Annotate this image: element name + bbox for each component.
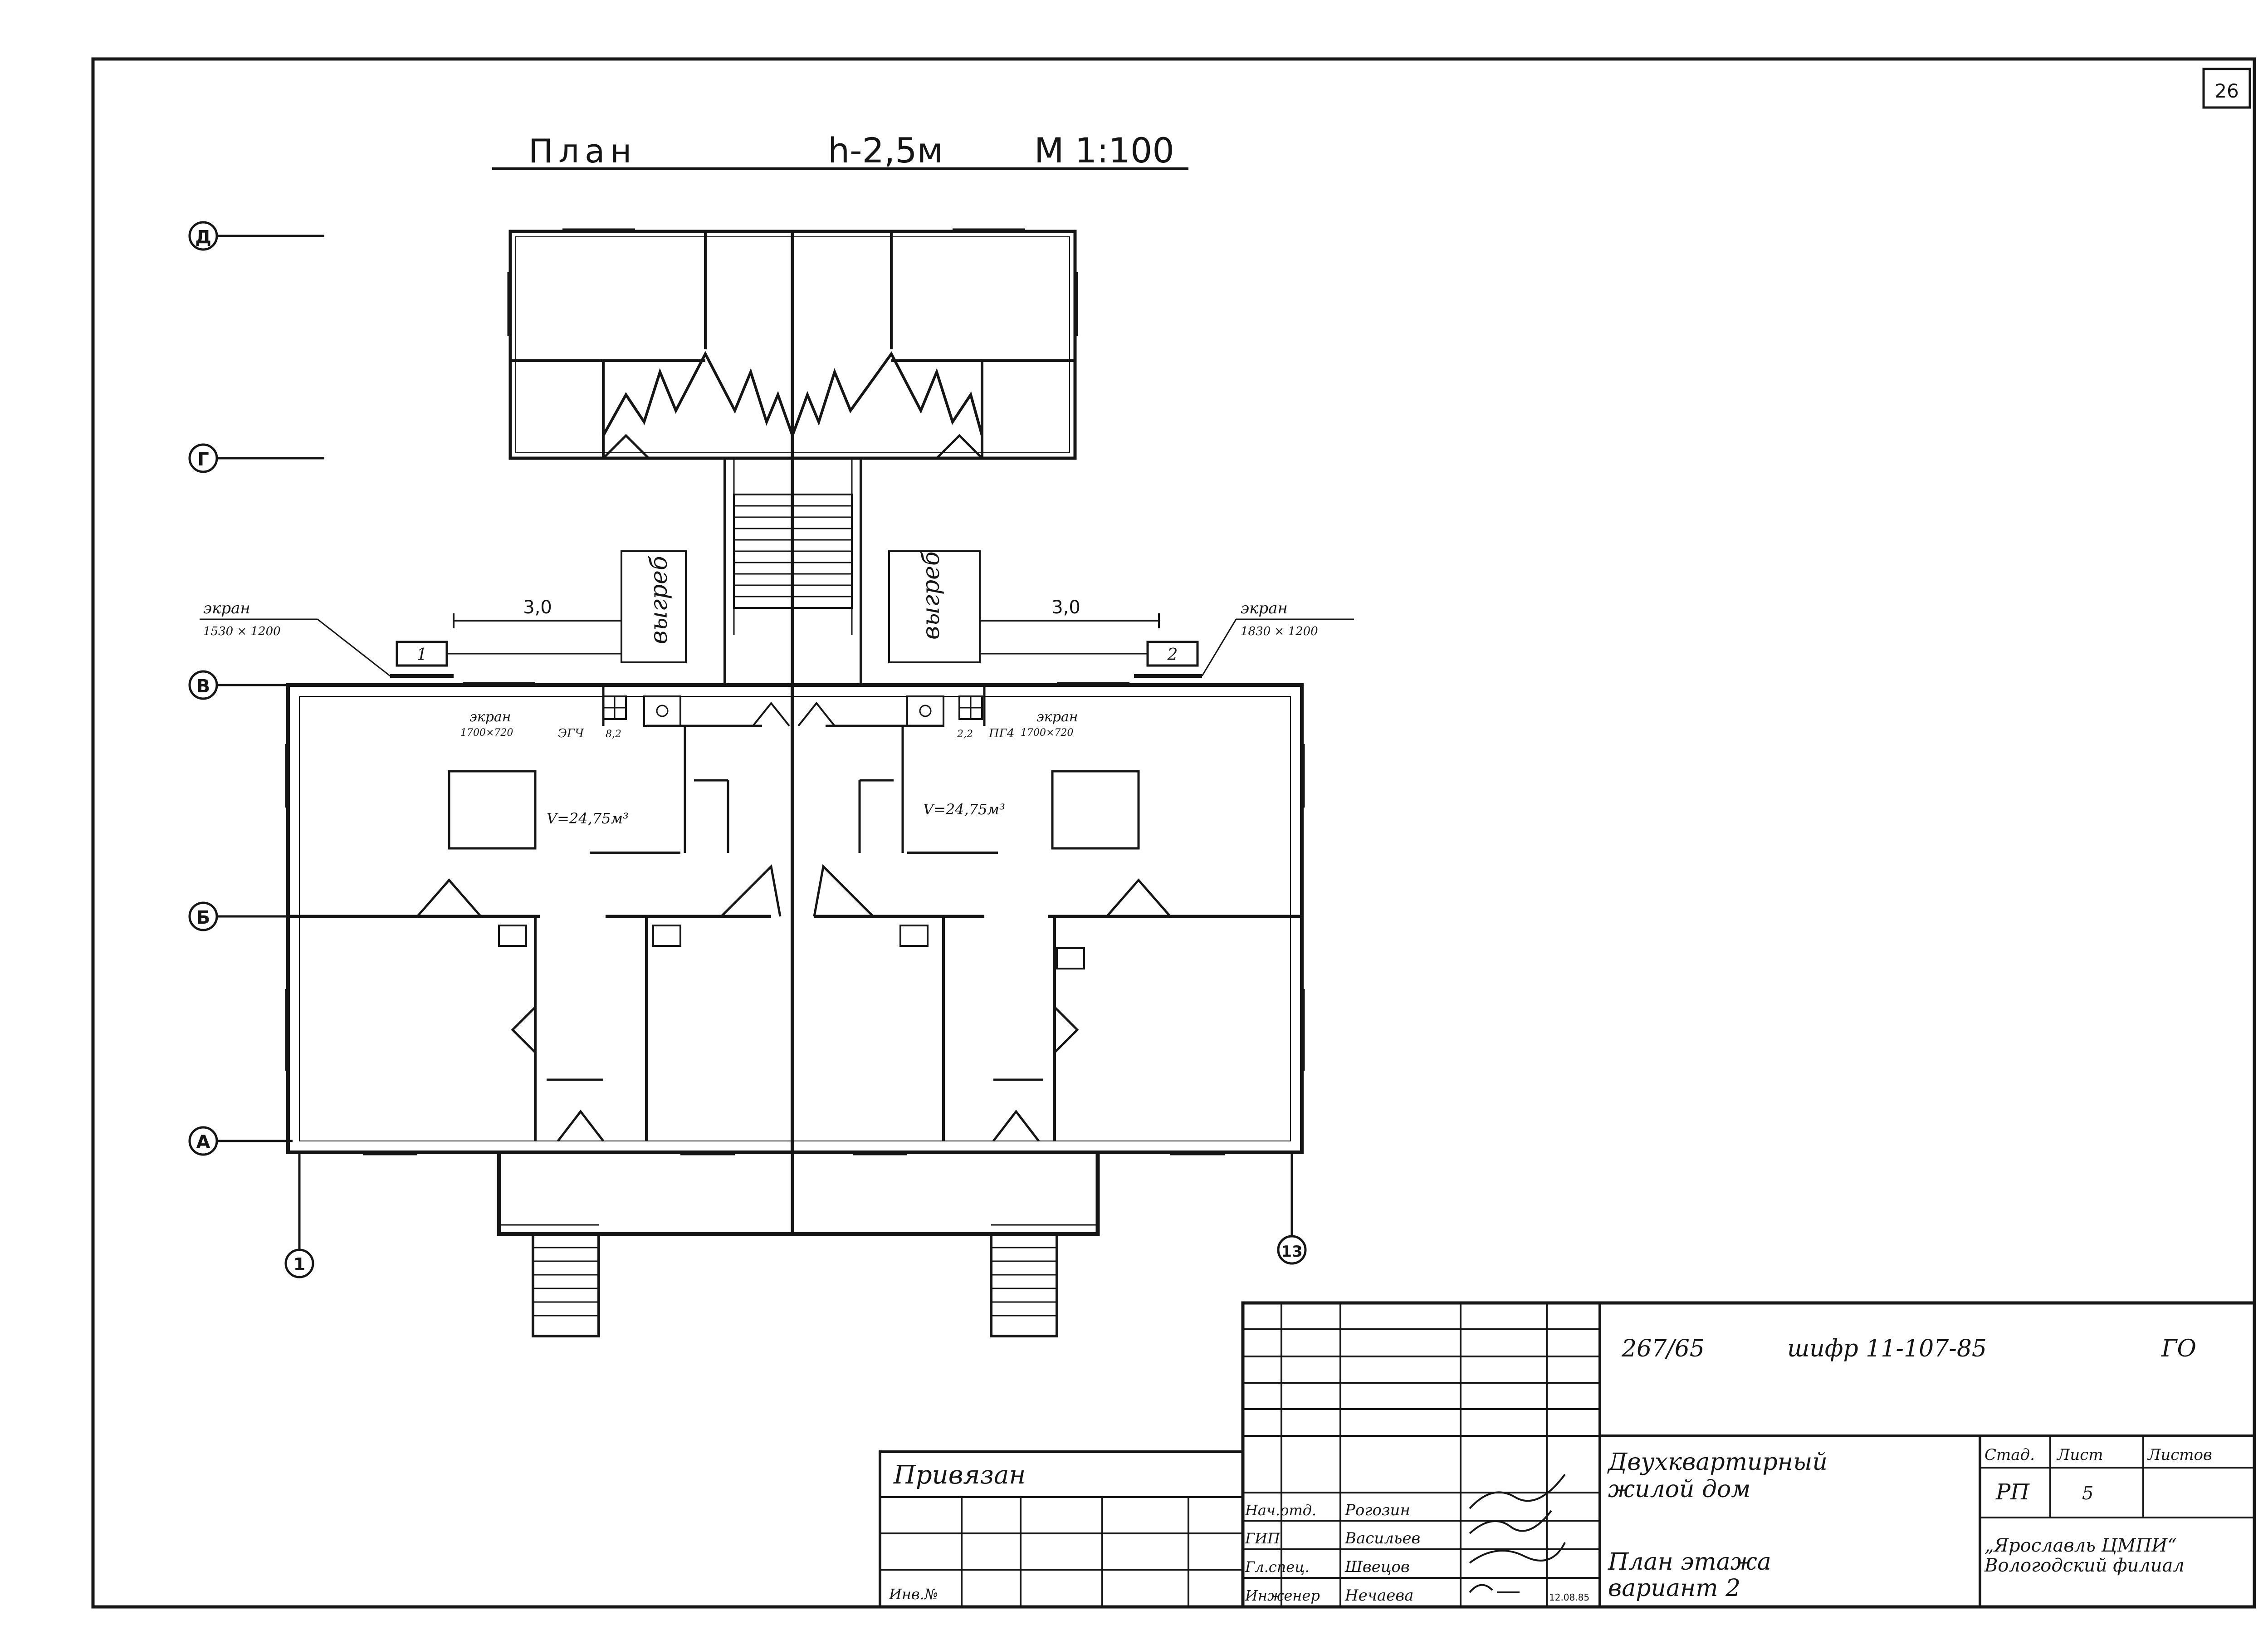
axis-label-1: 1 bbox=[293, 1254, 305, 1274]
volume-left: V=24,75м³ bbox=[547, 810, 629, 827]
stove-left-label: ЭГЧ bbox=[558, 727, 584, 740]
doc-cipher: шифр 11-107-85 bbox=[1787, 1335, 1987, 1362]
corridor-stair bbox=[723, 458, 862, 685]
axis-label-g: Г bbox=[197, 449, 209, 470]
sign-date: 12.08.85 bbox=[1549, 1592, 1589, 1603]
volume-right: V=24,75м³ bbox=[923, 801, 1005, 818]
stove-right-value: 2,2 bbox=[957, 729, 973, 740]
name-3: Нечаева bbox=[1344, 1586, 1413, 1605]
stage-value: РП bbox=[1995, 1479, 2030, 1505]
cesspits bbox=[621, 550, 981, 663]
cesspit-right-label: выгреб bbox=[918, 551, 945, 640]
screen-stove-left-label: экран bbox=[469, 709, 511, 725]
sheet-no-value: 5 bbox=[2082, 1483, 2093, 1504]
stove-left-value: 8,2 bbox=[606, 729, 621, 740]
main-block bbox=[285, 682, 1305, 1155]
screen-right-label: экран bbox=[1241, 599, 1288, 617]
plan-title: План bbox=[528, 132, 637, 170]
porches bbox=[497, 1152, 1100, 1337]
plan-header: План h-2,5м М 1:100 bbox=[492, 130, 1188, 171]
name-2: Швецов bbox=[1344, 1558, 1410, 1576]
stage-header: Стад. bbox=[1984, 1446, 2035, 1464]
role-1: ГИП bbox=[1245, 1530, 1281, 1547]
sheet-number-box bbox=[2202, 68, 2251, 109]
doc-code-suffix: ГО bbox=[2161, 1335, 2196, 1362]
dimension-right: 3,0 bbox=[1051, 597, 1080, 618]
sheet-frame bbox=[91, 57, 2256, 1609]
screen-left-size: 1530 × 1200 bbox=[203, 625, 281, 638]
name-0: Рогозин bbox=[1344, 1501, 1410, 1519]
screen-tag-2: 2 bbox=[1167, 646, 1178, 664]
title-block bbox=[879, 1301, 2256, 1609]
organization: „Ярославль ЦМПИ“Вологодский филиал bbox=[1984, 1535, 2185, 1576]
axis-label-a: А bbox=[196, 1132, 210, 1153]
sheets-header: Листов bbox=[2147, 1446, 2212, 1464]
name-1: Васильев bbox=[1344, 1529, 1420, 1547]
plan-height: h-2,5м bbox=[828, 130, 943, 171]
axis-label-b: Б bbox=[196, 907, 210, 928]
dimension-left: 3,0 bbox=[523, 597, 552, 618]
axis-markers bbox=[188, 221, 1307, 1278]
upper-wing bbox=[507, 228, 1078, 460]
role-2: Гл.спец. bbox=[1245, 1558, 1310, 1576]
role-3: Инженер bbox=[1245, 1587, 1320, 1604]
bound-label: Привязан bbox=[893, 1460, 1026, 1490]
inv-label: Инв.№ bbox=[889, 1586, 938, 1603]
role-0: Нач.отд. bbox=[1245, 1502, 1316, 1519]
axis-label-13: 13 bbox=[1281, 1243, 1302, 1261]
sheet-header: Лист bbox=[2056, 1446, 2103, 1464]
plan-scale: М 1:100 bbox=[1034, 130, 1174, 171]
cesspit-left-label: выгреб bbox=[645, 556, 673, 644]
axis-label-d: Д bbox=[195, 227, 211, 248]
screen-right-size: 1830 × 1200 bbox=[1241, 625, 1318, 638]
screen-left-label: экран bbox=[203, 599, 250, 617]
site-screens bbox=[200, 613, 1354, 678]
screen-tag-1: 1 bbox=[417, 646, 427, 664]
axis-label-v: В bbox=[196, 676, 210, 697]
screen-stove-left-size: 1700×720 bbox=[460, 727, 513, 739]
screen-stove-right-label: экран bbox=[1036, 709, 1078, 725]
stove-right-label: ПГ4 bbox=[988, 727, 1014, 740]
screen-stove-right-size: 1700×720 bbox=[1021, 727, 1073, 739]
doc-code: 267/65 bbox=[1621, 1335, 1705, 1362]
sheet-number: 26 bbox=[2214, 80, 2239, 102]
